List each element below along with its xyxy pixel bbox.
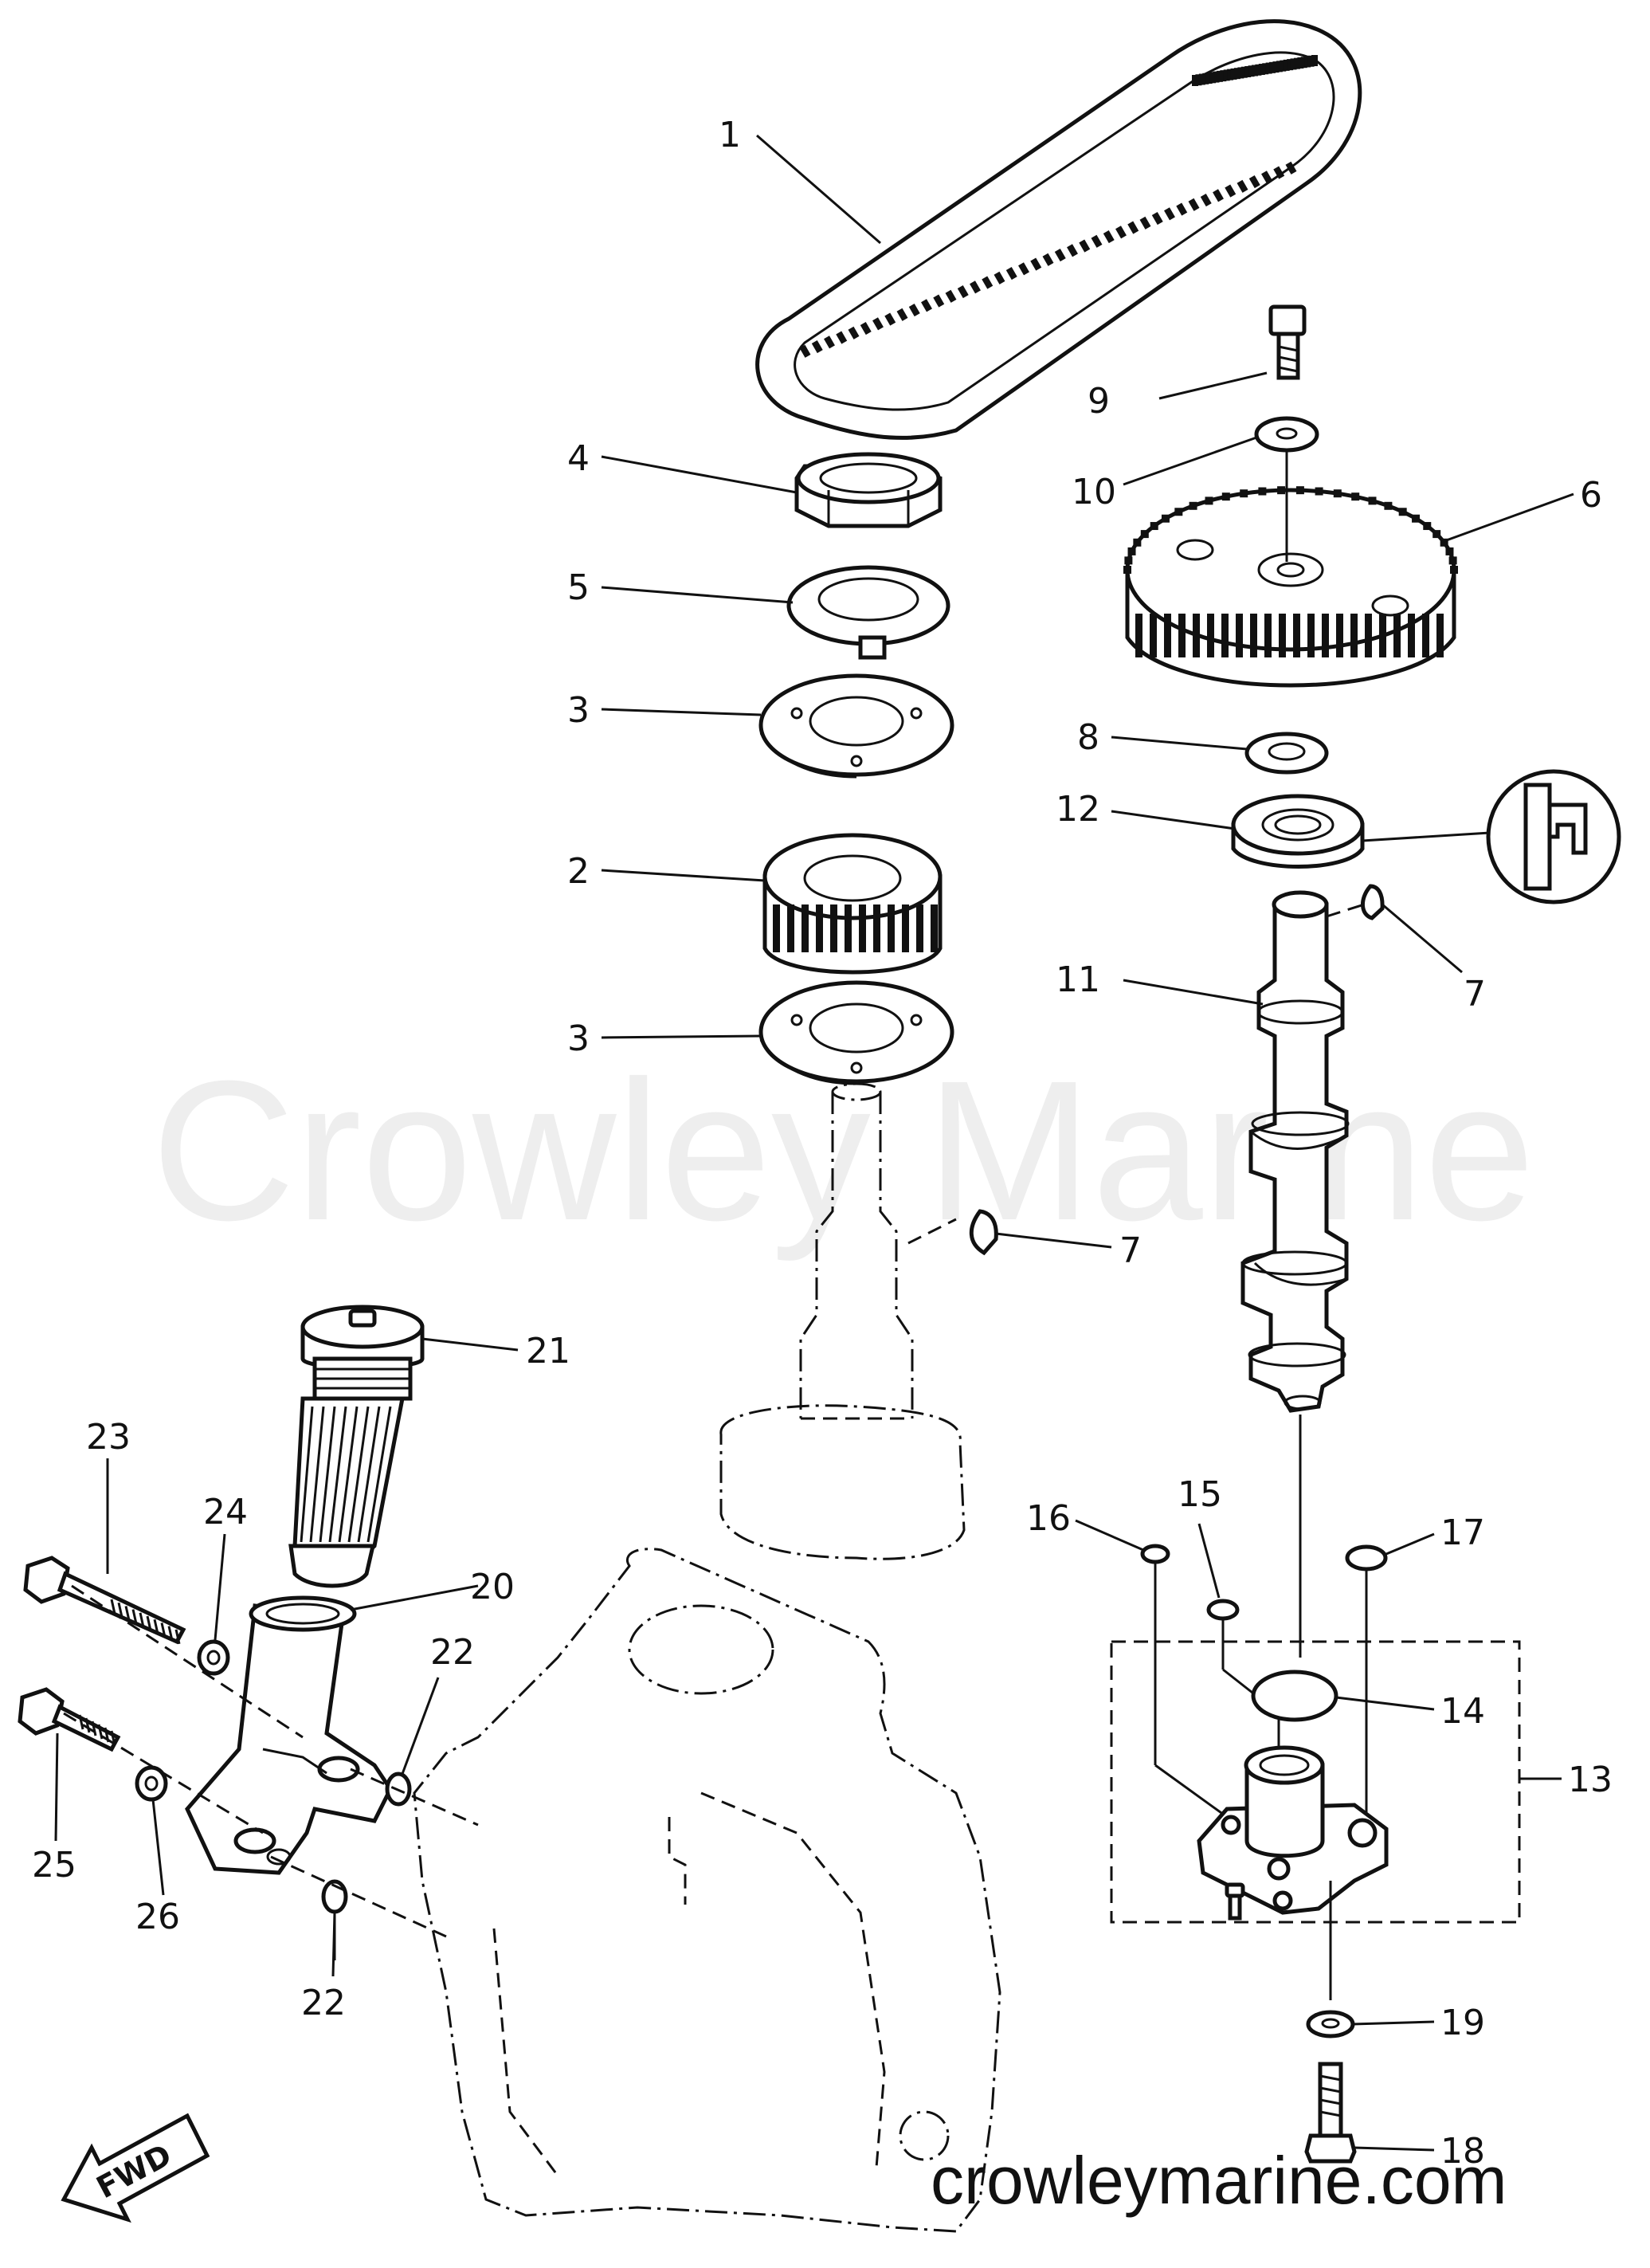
callout-21: 21 bbox=[526, 1331, 570, 1371]
callout-9: 9 bbox=[1088, 381, 1110, 422]
callout-14: 14 bbox=[1440, 1691, 1485, 1732]
bolt-bottom bbox=[1304, 2062, 1357, 2164]
cam-pulley bbox=[1123, 486, 1458, 688]
oil-pump-box bbox=[1110, 1640, 1521, 1924]
callout-18: 18 bbox=[1440, 2131, 1485, 2172]
washer-top bbox=[1254, 416, 1319, 453]
crankshaft-outline bbox=[719, 1082, 966, 1560]
washer-26 bbox=[135, 1765, 168, 1802]
callout-25: 25 bbox=[32, 1845, 76, 1885]
o-ring-16 bbox=[1140, 1544, 1228, 1819]
callout-3-upper: 3 bbox=[567, 690, 590, 731]
callout-22-upper: 22 bbox=[430, 1632, 475, 1673]
nut bbox=[794, 452, 943, 528]
callout-16: 16 bbox=[1026, 1498, 1071, 1539]
bolt-long bbox=[23, 1556, 186, 1645]
callout-11: 11 bbox=[1056, 959, 1100, 1000]
callout-15: 15 bbox=[1178, 1474, 1222, 1515]
lock-washer bbox=[786, 565, 950, 660]
callout-12: 12 bbox=[1056, 789, 1100, 830]
oil-filter bbox=[288, 1305, 425, 1588]
woodruff-key-upper bbox=[1326, 884, 1385, 920]
watermark-url: crowleymarine.com bbox=[931, 2143, 1507, 2218]
o-ring-14 bbox=[1251, 1670, 1338, 1722]
forward-arrow-icon: FWD bbox=[61, 2113, 210, 2223]
callout-22-lower: 22 bbox=[301, 1983, 346, 2023]
callout-24: 24 bbox=[203, 1492, 248, 1532]
washer-24 bbox=[197, 1639, 230, 1676]
callout-17: 17 bbox=[1440, 1513, 1485, 1553]
callout-7-lower: 7 bbox=[1119, 1230, 1142, 1271]
callout-5: 5 bbox=[567, 567, 590, 608]
woodruff-key-lower bbox=[969, 1209, 998, 1256]
oil-seal bbox=[1231, 794, 1365, 869]
callout-6: 6 bbox=[1580, 475, 1602, 516]
pump-screw bbox=[1225, 1882, 1245, 1921]
callout-4: 4 bbox=[567, 438, 590, 479]
bolt-short bbox=[18, 1687, 121, 1752]
oil-pump-body bbox=[1197, 1745, 1389, 1915]
guide-plate-lower bbox=[758, 980, 954, 1085]
engine-block-outline bbox=[413, 1548, 1001, 2233]
washer-mid bbox=[1244, 732, 1329, 775]
bolt-top bbox=[1268, 304, 1307, 380]
callout-13: 13 bbox=[1568, 1760, 1613, 1800]
callout-19: 19 bbox=[1440, 2003, 1485, 2043]
camshaft bbox=[1240, 890, 1350, 1413]
callout-26: 26 bbox=[135, 1897, 180, 1937]
callout-8: 8 bbox=[1077, 717, 1099, 758]
callout-10: 10 bbox=[1072, 472, 1116, 512]
crank-pulley bbox=[762, 833, 943, 975]
callout-23: 23 bbox=[86, 1417, 131, 1458]
seal-detail-circle bbox=[1362, 769, 1621, 904]
callout-2: 2 bbox=[567, 851, 590, 892]
callout-7-upper: 7 bbox=[1464, 974, 1486, 1014]
o-ring-17 bbox=[1345, 1544, 1388, 1825]
callout-20: 20 bbox=[470, 1567, 515, 1607]
filter-housing bbox=[185, 1595, 393, 1875]
timing-belt bbox=[755, 19, 1362, 440]
callout-3-lower: 3 bbox=[567, 1018, 590, 1059]
guide-plate-upper bbox=[758, 673, 954, 779]
callout-1: 1 bbox=[719, 115, 741, 155]
washer-bottom bbox=[1306, 2010, 1355, 2038]
leader-lines bbox=[54, 134, 1574, 2152]
